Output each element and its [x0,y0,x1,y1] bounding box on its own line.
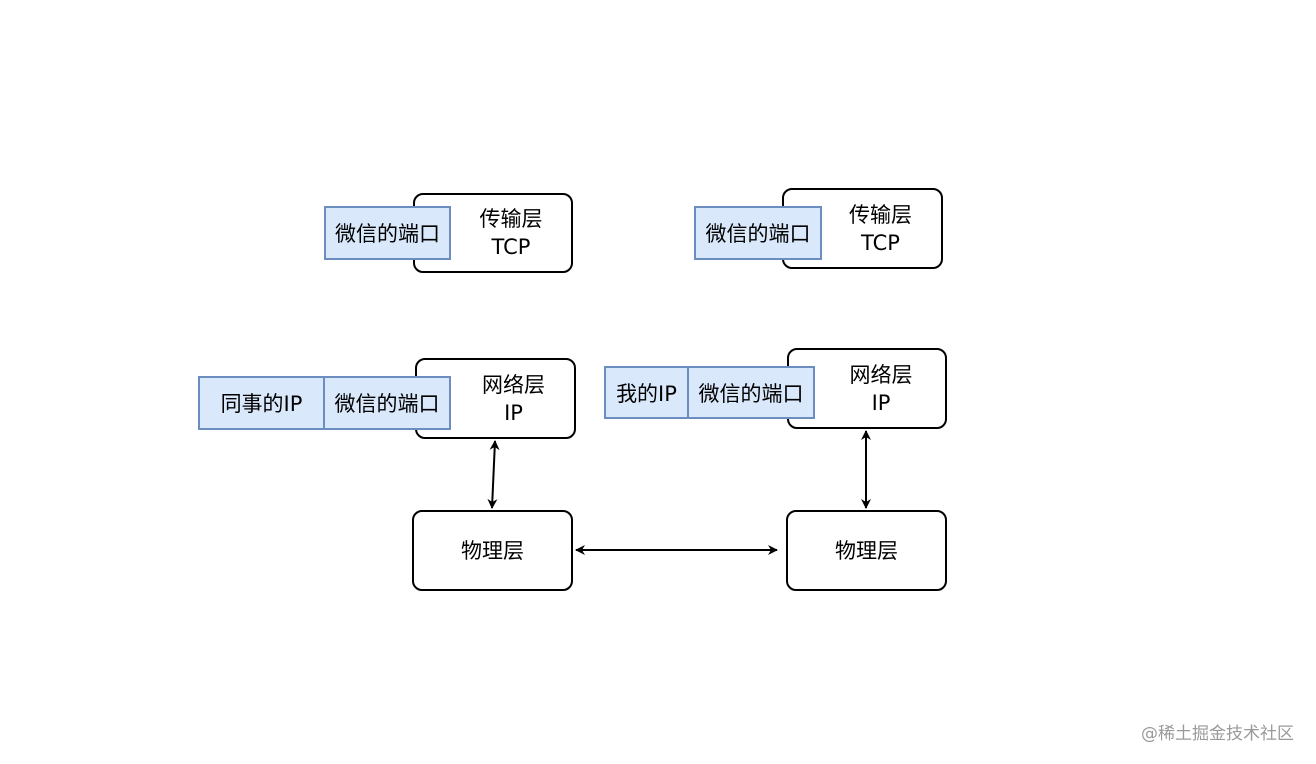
left-transport-layer-protocol: TCP [491,235,531,259]
right-transport-layer-protocol: TCP [861,230,900,255]
left-physical-layer-box: 物理层 [412,510,573,591]
right-network-layer-protocol: IP [871,390,891,415]
watermark: @稀土掘金技术社区 [1141,724,1294,744]
right-network-layer-name: 网络层 [849,362,913,387]
right-transport-layer-name: 传输层 [849,202,912,227]
right-physical-layer-box: 物理层 [786,510,947,591]
right-transport-port-tag: 微信的端口 [694,206,822,260]
left-network-ip-tag: 同事的IP [198,376,325,430]
left-physical-layer-name: 物理层 [461,538,524,563]
right-network-ip-tag: 我的IP [604,366,689,419]
right-network-port-tag: 微信的端口 [689,366,815,419]
left-transport-port-tag: 微信的端口 [324,206,451,260]
right-physical-layer-name: 物理层 [835,538,898,563]
left-network-layer-name: 网络层 [482,372,545,397]
left-network-physical-arrow [487,440,500,509]
left-transport-layer-name: 传输层 [479,207,543,231]
left-network-layer-protocol: IP [504,400,523,425]
left-network-port-tag: 微信的端口 [325,376,451,430]
